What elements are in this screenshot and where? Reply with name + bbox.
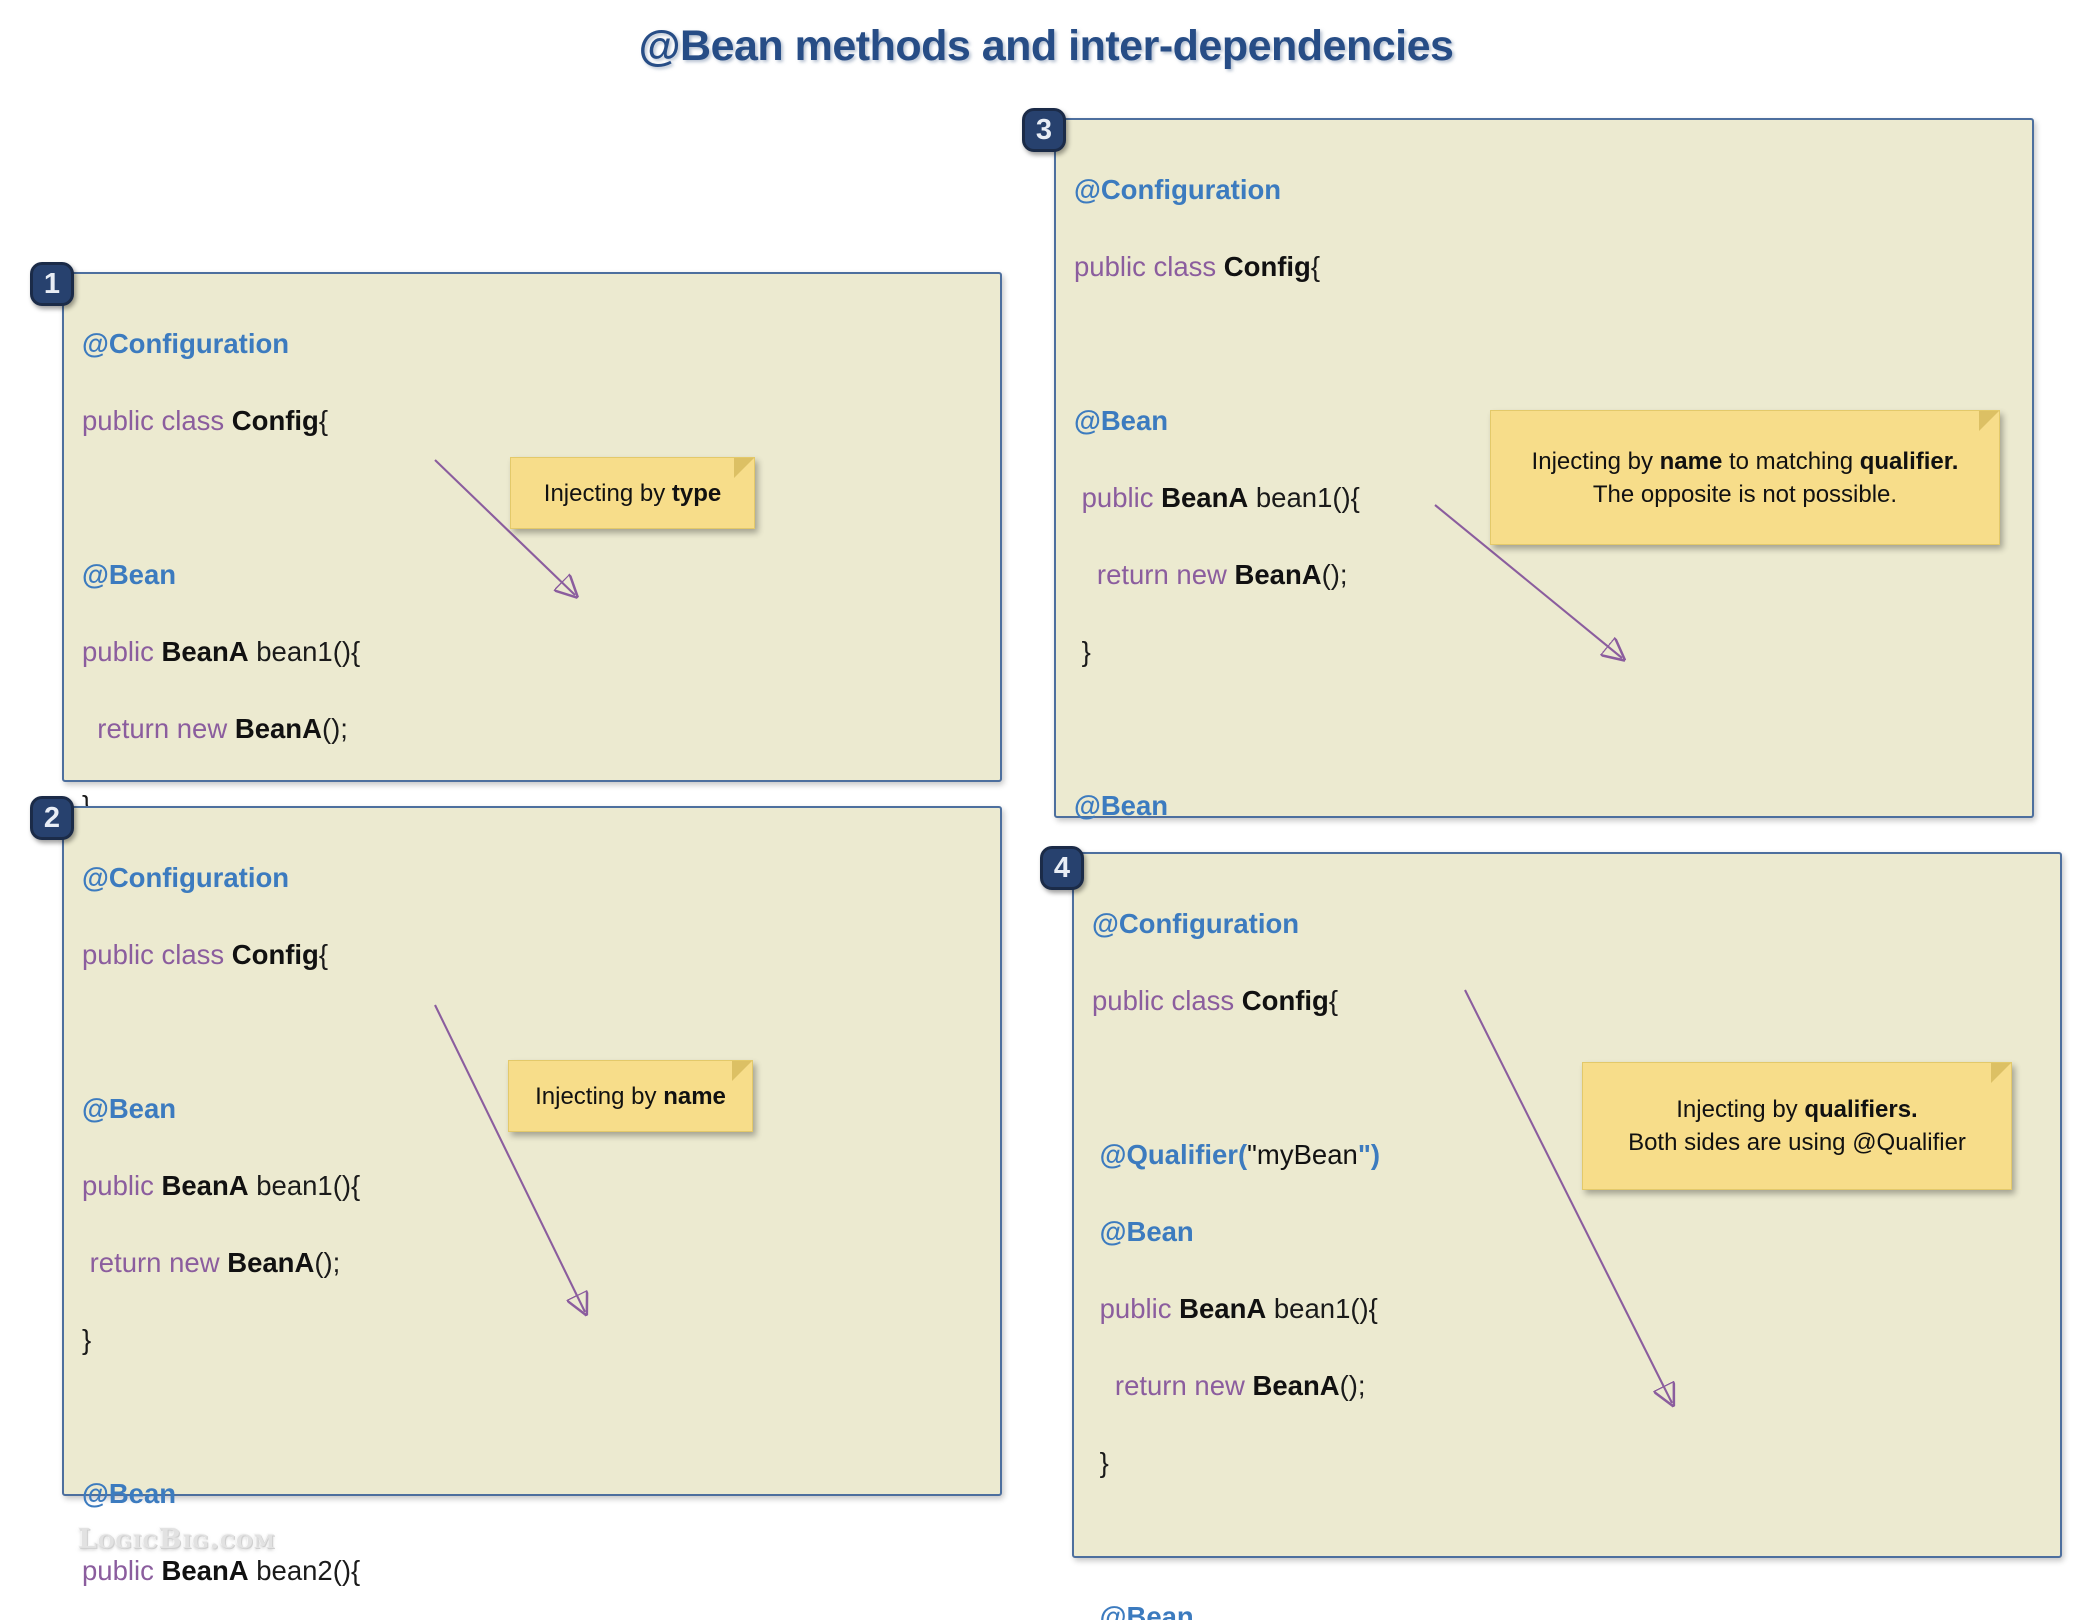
code-type: BeanA bbox=[227, 1246, 315, 1278]
code-plain: { bbox=[318, 938, 329, 970]
code-plain: (); bbox=[1321, 558, 1348, 590]
code-type: Config bbox=[231, 404, 319, 436]
code-type: BeanA bbox=[234, 712, 322, 744]
note-bold-word: name bbox=[663, 1082, 726, 1110]
arrow-2 bbox=[434, 1004, 650, 1330]
code-kw: public class bbox=[1092, 984, 1242, 1016]
panel-injecting-by-name: @Configuration public class Config{ @Bea… bbox=[62, 806, 1002, 1586]
panel-badge-3: 3 bbox=[1022, 108, 1066, 152]
code-plain: bean1(){ bbox=[1266, 1292, 1378, 1324]
arrow-1 bbox=[434, 459, 630, 615]
page-title: @Bean methods and inter-dependencies bbox=[638, 22, 1454, 70]
arrow-4 bbox=[1464, 989, 1710, 1425]
code-kw: return new bbox=[1074, 558, 1235, 590]
code-plain: { bbox=[318, 404, 329, 436]
code-kw: return new bbox=[1092, 1369, 1253, 1401]
code-annotation-configuration: @Configuration bbox=[82, 861, 290, 893]
code-block-2: @Configuration public class Config{ @Bea… bbox=[82, 820, 982, 1620]
code-plain: } bbox=[1092, 1446, 1109, 1478]
code-plain: } bbox=[1074, 635, 1091, 667]
code-string: "myBean bbox=[1247, 1138, 1358, 1170]
code-annotation-configuration: @Configuration bbox=[82, 327, 290, 359]
code-annotation-qualifier: @Qualifier( bbox=[1099, 1138, 1248, 1170]
code-plain: } bbox=[82, 789, 92, 821]
panel-injecting-by-qualifiers: @Configuration public class Config{ @Qua… bbox=[1072, 852, 2062, 1620]
code-kw: public bbox=[82, 1169, 162, 1201]
code-plain: { bbox=[1328, 984, 1339, 1016]
code-block-4: @Configuration public class Config{ @Qua… bbox=[1092, 866, 2042, 1620]
code-plain: bean1(){ bbox=[1248, 481, 1360, 513]
panel-badge-4: 4 bbox=[1040, 846, 1084, 890]
code-type: Config bbox=[231, 938, 319, 970]
note-text-body: Injecting by qualifiers. Both sides are … bbox=[1628, 1096, 1966, 1156]
code-annotation-bean: @Bean bbox=[1074, 404, 1169, 436]
code-kw: public class bbox=[82, 938, 232, 970]
code-plain: } bbox=[82, 1323, 92, 1355]
note-text-line1: Injecting by type bbox=[543, 479, 722, 507]
note-fold-corner bbox=[734, 458, 754, 478]
code-type: BeanA bbox=[1234, 558, 1322, 590]
code-annotation-configuration: @Configuration bbox=[1092, 907, 1300, 939]
code-annotation-bean: @Bean bbox=[1099, 1600, 1194, 1620]
code-kw: return new bbox=[82, 712, 235, 744]
code-annotation-bean: @Bean bbox=[82, 1092, 177, 1124]
note-injecting-by-qualifiers: Injecting by qualifiers. Both sides are … bbox=[1582, 1062, 2012, 1190]
arrow-3 bbox=[1434, 504, 1670, 680]
code-annotation-bean: @Bean bbox=[82, 558, 177, 590]
code-type: BeanA bbox=[161, 635, 249, 667]
code-plain: bean1(){ bbox=[248, 1169, 361, 1201]
code-type: Config bbox=[1241, 984, 1329, 1016]
code-type: BeanA bbox=[1179, 1292, 1267, 1324]
code-annotation-bean: @Bean bbox=[82, 1477, 177, 1509]
code-kw: public class bbox=[82, 404, 232, 436]
note-text-line2: The opposite is not possible. bbox=[1592, 480, 1898, 508]
code-kw: public bbox=[82, 635, 162, 667]
code-type: Config bbox=[1223, 250, 1311, 282]
code-plain: bean2(){ bbox=[248, 1554, 361, 1586]
code-type: BeanA bbox=[161, 1169, 249, 1201]
code-type: BeanA bbox=[161, 1554, 249, 1586]
note-injecting-by-type: Injecting by type bbox=[510, 457, 755, 529]
note-bold-word: qualifiers. bbox=[1804, 1096, 1918, 1123]
code-plain: { bbox=[1310, 250, 1321, 282]
code-kw: public bbox=[1074, 481, 1162, 513]
code-annotation-configuration: @Configuration bbox=[1074, 173, 1282, 205]
note-text-body: Injecting by name to matching qualifier.… bbox=[1531, 447, 1959, 508]
note-bold-word: name bbox=[1659, 447, 1723, 475]
code-type: BeanA bbox=[1252, 1369, 1340, 1401]
note-text-line2: Both sides are using @Qualifier bbox=[1628, 1129, 1966, 1156]
code-type: BeanA bbox=[1161, 481, 1249, 513]
code-annotation-bean: @Bean bbox=[1074, 789, 1169, 821]
code-annotation-bean: @Bean bbox=[1099, 1215, 1194, 1247]
note-text-line1: Injecting by name bbox=[535, 1082, 726, 1110]
panel-badge-2: 2 bbox=[30, 796, 74, 840]
code-annotation-qualifier-close: ") bbox=[1357, 1138, 1381, 1170]
panel-injecting-by-type: @Configuration public class Config{ @Bea… bbox=[62, 272, 1002, 1283]
note-bold-word-2: qualifier. bbox=[1859, 447, 1959, 475]
code-kw: return new bbox=[82, 1246, 228, 1278]
code-kw: public bbox=[1092, 1292, 1180, 1324]
code-plain: (); bbox=[1339, 1369, 1366, 1401]
code-plain: (); bbox=[314, 1246, 341, 1278]
note-injecting-by-name-to-qualifier: Injecting by name to matching qualifier.… bbox=[1490, 410, 2000, 545]
note-fold-corner bbox=[732, 1061, 752, 1081]
note-bold-word: type bbox=[671, 479, 722, 507]
note-fold-corner bbox=[1979, 411, 1999, 431]
code-plain: bean1(){ bbox=[248, 635, 361, 667]
code-plain: (); bbox=[321, 712, 348, 744]
note-fold-corner bbox=[1991, 1063, 2011, 1083]
code-kw: public class bbox=[1074, 250, 1224, 282]
code-kw: public bbox=[82, 1554, 162, 1586]
note-injecting-by-name: Injecting by name bbox=[508, 1060, 753, 1132]
logicbig-logo: LogicBig.com bbox=[78, 1524, 276, 1555]
panel-badge-1: 1 bbox=[30, 262, 74, 306]
